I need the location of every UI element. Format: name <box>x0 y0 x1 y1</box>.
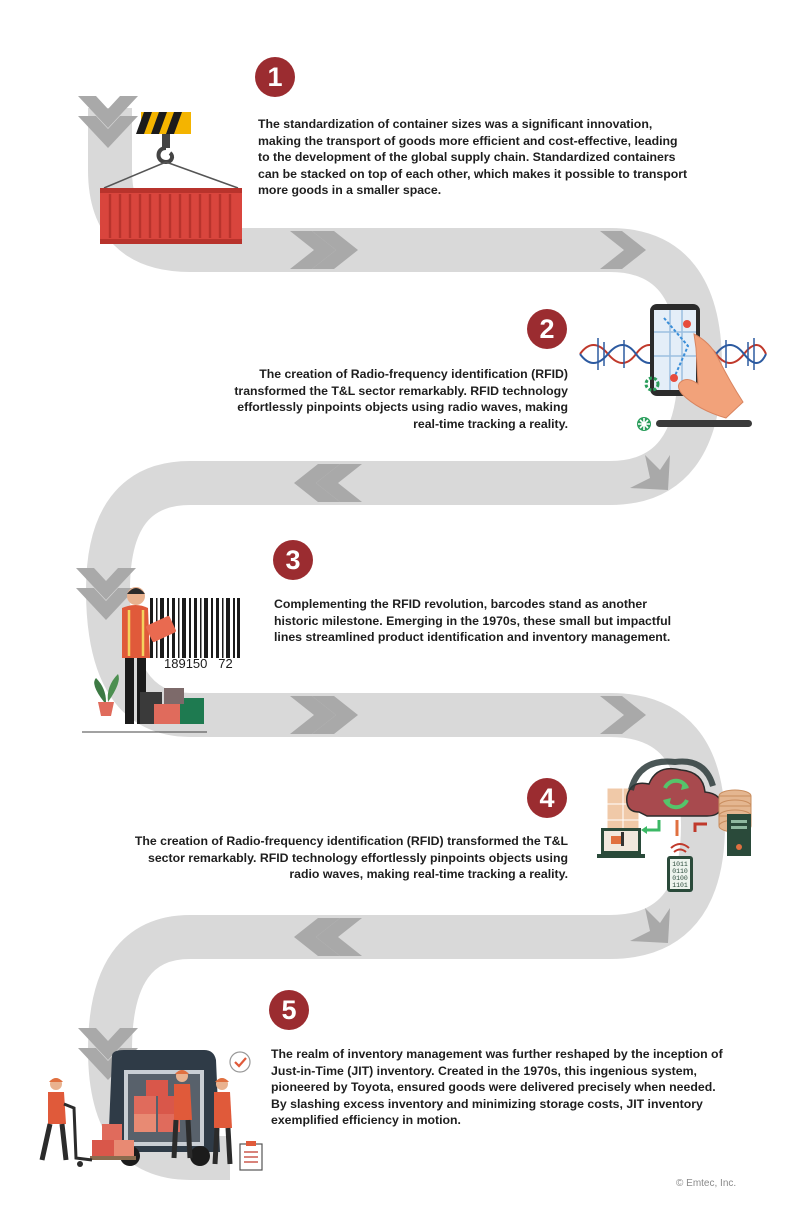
binary-device-icon: 1011 0110 0100 1101 <box>667 856 693 892</box>
crane-hook-icon <box>103 112 239 189</box>
smartphone-tracking-icon <box>579 304 767 431</box>
chevron-left-icon <box>316 464 362 502</box>
chevron-right-icon <box>600 231 646 269</box>
barcode-scanning-icon: 189150 72 <box>82 587 240 733</box>
chevron-curve-icon <box>630 908 670 943</box>
chevron-right-icon <box>290 231 336 269</box>
chevron-right-icon <box>600 696 646 734</box>
arrow-left-icon <box>645 820 661 832</box>
hand-icon <box>678 333 744 419</box>
step-number-badge: 4 <box>527 778 567 818</box>
check-bubble-icon <box>229 1051 251 1073</box>
step-number-badge: 1 <box>255 57 295 97</box>
binary-row: 1101 <box>672 882 688 889</box>
copyright-text: © Emtec, Inc. <box>676 1178 737 1189</box>
step-number-badge: 3 <box>273 540 313 580</box>
smartphone-map-icon <box>650 304 700 396</box>
step-description: The creation of Radio-frequency identifi… <box>234 367 568 431</box>
chevron-right-icon <box>312 231 358 269</box>
server-icon <box>727 814 751 856</box>
barcode-digits: 189150 72 <box>164 656 233 671</box>
binary-row: 1011 <box>672 861 688 868</box>
wifi-icon <box>670 843 690 853</box>
crane-container-icon <box>100 112 242 244</box>
platform-bar <box>656 420 752 427</box>
step-description: The standardization of container sizes w… <box>258 117 688 197</box>
laptop-forklift-icon <box>597 828 645 858</box>
shipping-container-icon <box>100 188 242 244</box>
chevron-down-icon <box>78 1028 138 1060</box>
chevron-curve-icon <box>630 455 670 490</box>
worker-icon <box>122 587 176 724</box>
chevron-down-icon <box>76 568 136 600</box>
step-number-badge: 5 <box>269 990 309 1030</box>
gear-icon <box>644 376 660 392</box>
chevron-left-icon <box>316 918 362 956</box>
worker-icon <box>171 1070 193 1159</box>
chevron-down-icon <box>78 116 138 148</box>
arrow-up-icon <box>693 822 707 832</box>
chevron-left-icon <box>294 464 340 502</box>
potted-plant-icon <box>94 674 119 716</box>
chevron-down-icon <box>78 96 138 128</box>
worker-clipboard-icon <box>212 1078 233 1165</box>
step-description: The creation of Radio-frequency identifi… <box>134 834 568 881</box>
step-number-badge: 2 <box>527 309 567 349</box>
chevron-right-icon <box>290 696 336 734</box>
binary-row: 0100 <box>672 875 688 882</box>
cloud-sync-icon: 1011 0110 0100 1101 <box>597 758 752 892</box>
binary-row: 0110 <box>672 868 688 875</box>
chevron-right-icon <box>312 696 358 734</box>
chevron-down-icon <box>76 588 136 620</box>
chevron-left-icon <box>294 918 340 956</box>
step-description: The realm of inventory management was fu… <box>271 1047 723 1127</box>
clipboard-icon <box>239 1141 263 1171</box>
worker-pushing-cart-icon <box>39 1078 93 1167</box>
delivery-van-icon <box>39 1050 263 1171</box>
step-description: Complementing the RFID revolution, barco… <box>274 597 672 644</box>
boxes-icon <box>140 688 204 724</box>
